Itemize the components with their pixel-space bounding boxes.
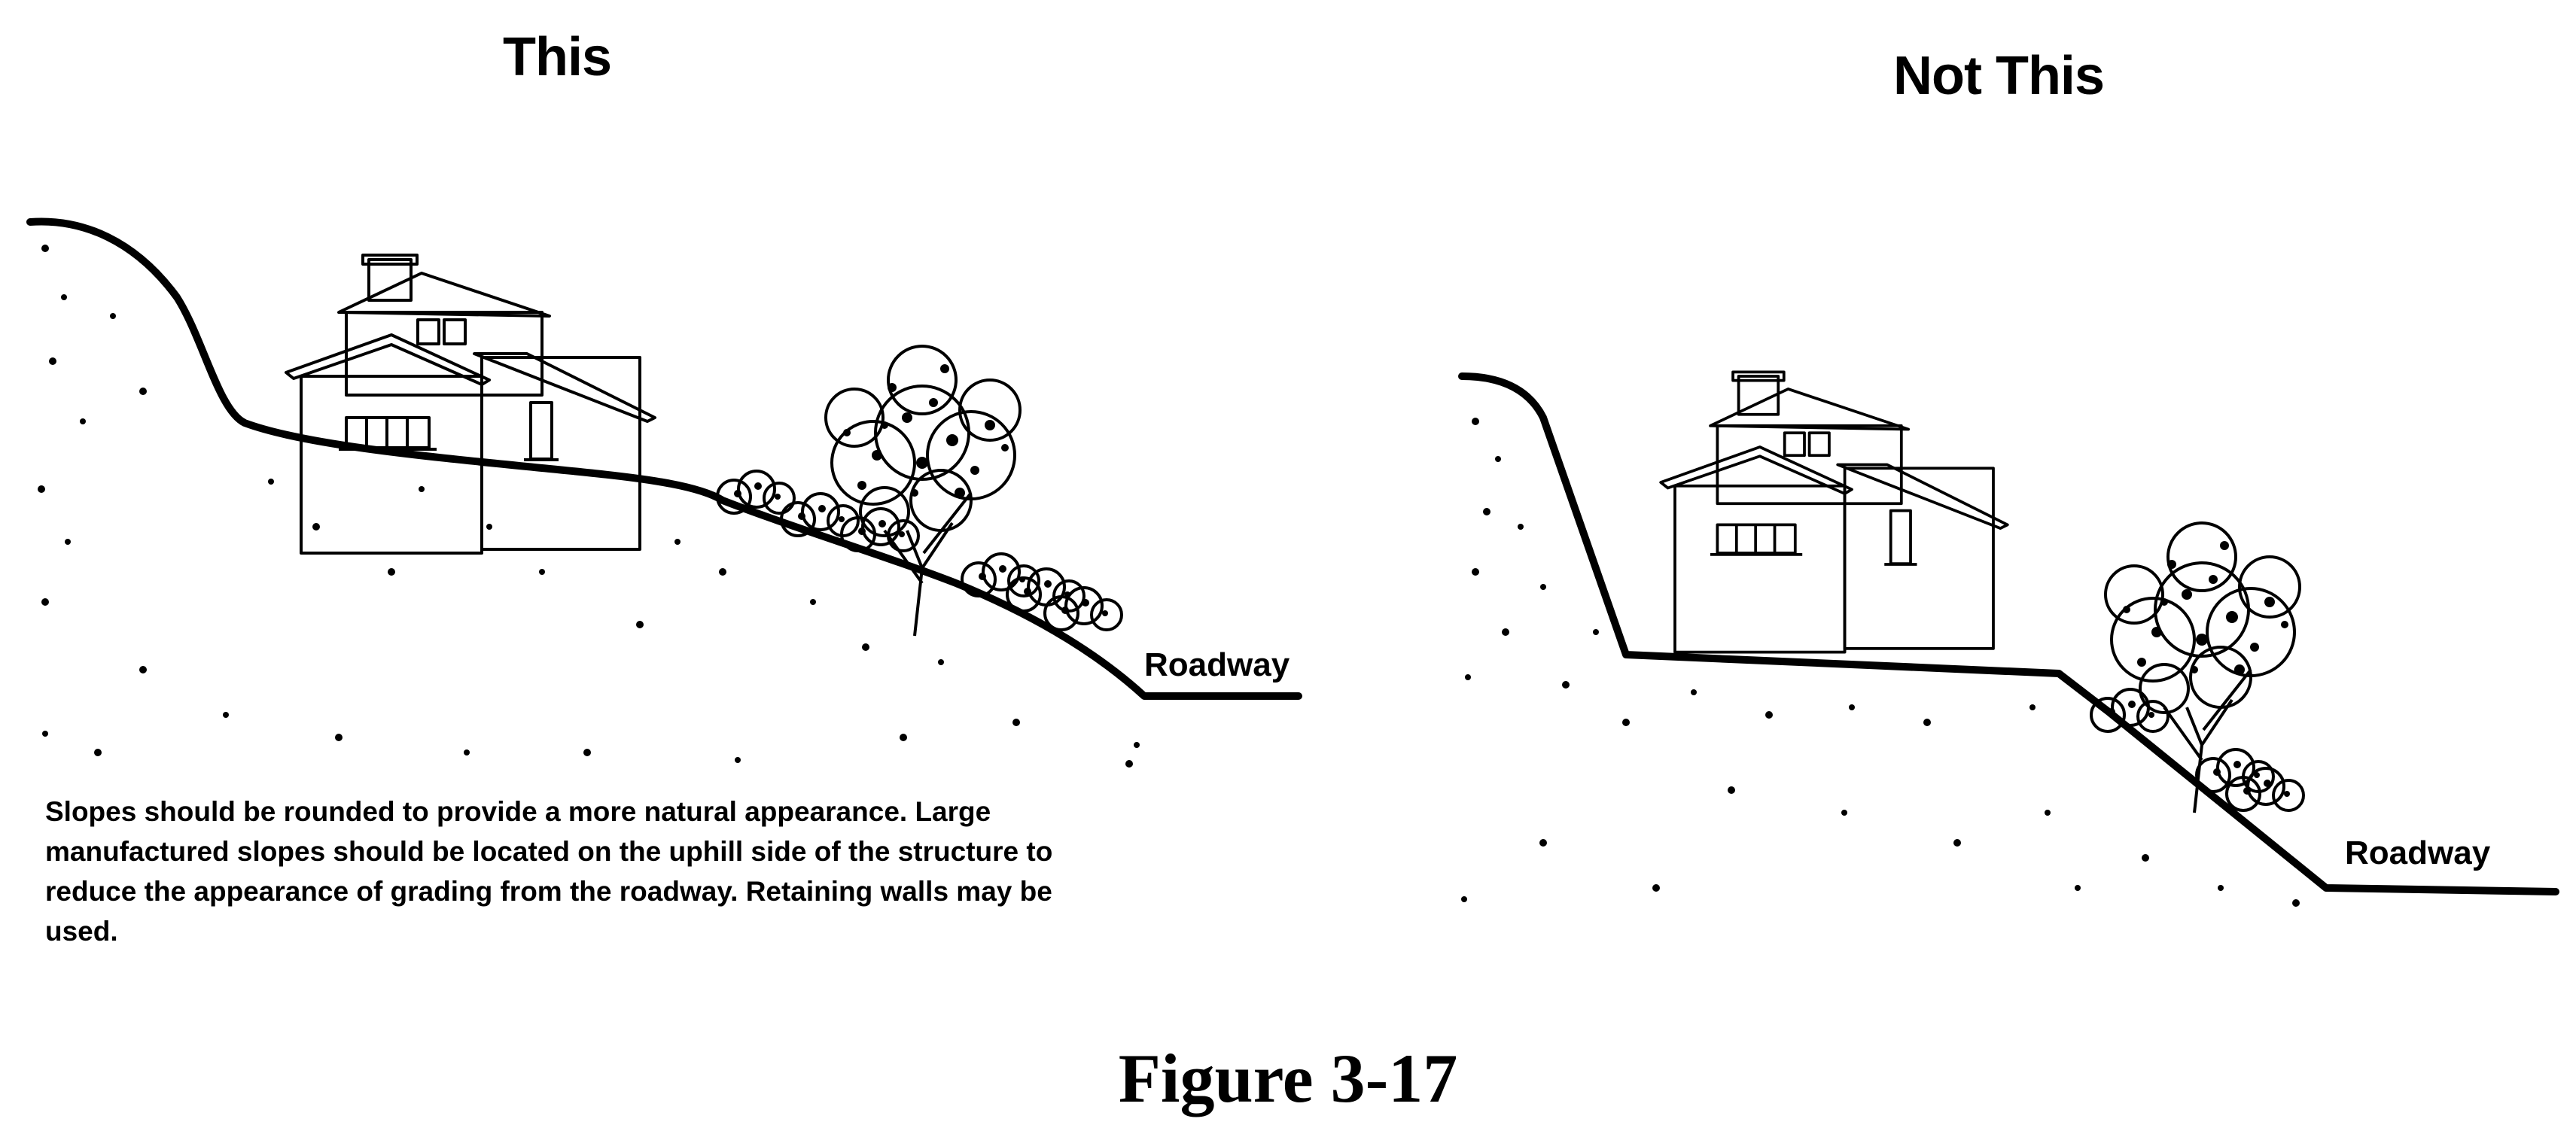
- caption-line: reduce the appearance of grading from th…: [45, 876, 1052, 907]
- left-soil-dots: [38, 245, 1140, 768]
- right-panel: Not This Roadway: [1458, 46, 2559, 907]
- caption-text: Slopes should be rounded to provide a mo…: [45, 792, 1325, 951]
- left-shrubs: [716, 470, 1123, 631]
- right-house: [1659, 370, 2009, 654]
- left-heading: This: [503, 27, 611, 87]
- left-panel: This Roadway: [26, 27, 1302, 768]
- left-house: [285, 254, 656, 555]
- left-roadway-label: Roadway: [1144, 646, 1290, 683]
- caption-line: used.: [45, 916, 118, 947]
- left-ground-line: [26, 217, 1302, 700]
- caption-line: Slopes should be rounded to provide a mo…: [45, 796, 991, 827]
- right-ground-line: [1458, 372, 2559, 895]
- right-roadway-label: Roadway: [2345, 835, 2491, 871]
- right-heading: Not This: [1893, 46, 2104, 106]
- right-soil-dots: [1461, 418, 2300, 907]
- caption-line: manufactured slopes should be located on…: [45, 836, 1053, 867]
- figure-title: Figure 3-17: [1118, 1040, 1458, 1117]
